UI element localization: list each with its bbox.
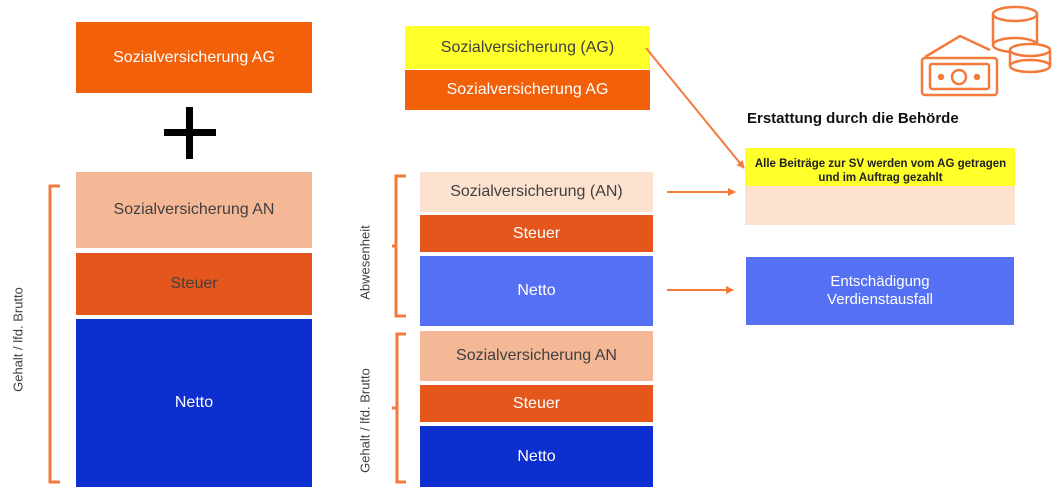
- mid-sv-ag-block: Sozialversicherung AG: [405, 70, 650, 110]
- mid-salary-sv-an-block: Sozialversicherung AN: [420, 331, 653, 381]
- right-sv-note-text: Alle Beiträge zur SV werden vom AG getra…: [754, 158, 1007, 185]
- left-steuer-block: Steuer: [76, 253, 312, 315]
- right-sv-note-peach-band: [745, 186, 1015, 225]
- mid-absence-steuer-label: Steuer: [512, 224, 561, 242]
- mid-salary-sv-an-label: Sozialversicherung AN: [456, 347, 617, 365]
- right-title: Erstattung durch die Behörde: [747, 110, 959, 127]
- mid-salary-steuer-label: Steuer: [512, 394, 561, 412]
- right-compensation-label: Entschädigung Verdienstausfall: [827, 273, 933, 308]
- plus-sign: [160, 105, 220, 161]
- right-sv-note-box: [745, 148, 1015, 225]
- mid-salary-netto-label: Netto: [517, 447, 556, 465]
- left-steuer-label: Steuer: [170, 275, 218, 293]
- mid-absence-bracket: [392, 174, 406, 318]
- left-sv-ag-label: Sozialversicherung AG: [113, 48, 275, 66]
- left-sv-ag-block: Sozialversicherung AG: [76, 22, 312, 93]
- left-bracket: [48, 184, 60, 484]
- mid-salary-netto-block: Netto: [420, 426, 653, 487]
- mid-absence-steuer-block: Steuer: [420, 215, 653, 252]
- left-sv-an-label: Sozialversicherung AN: [113, 201, 275, 219]
- mid-sv-ag-yellow-label: Sozialversicherung (AG): [440, 38, 615, 56]
- money-coins-icon: [920, 5, 1052, 97]
- arrow-sv-ag-to-refund: [645, 47, 745, 169]
- mid-absence-netto-label: Netto: [517, 282, 556, 300]
- mid-absence-sv-an-block: Sozialversicherung (AN): [420, 172, 653, 212]
- right-sv-note-yellow-band: [745, 148, 1015, 186]
- left-netto-label: Netto: [174, 394, 214, 412]
- plus-vertical-bar: [186, 107, 193, 159]
- mid-absence-netto-block: Netto: [420, 256, 653, 326]
- mid-sv-ag-yellow-block: Sozialversicherung (AG): [405, 26, 650, 69]
- mid-sv-ag-label: Sozialversicherung AG: [446, 81, 609, 99]
- mid-salary-bracket: [392, 332, 406, 484]
- mid-absence-sv-an-label: Sozialversicherung (AN): [450, 183, 623, 201]
- left-netto-block: Netto: [76, 319, 312, 487]
- right-compensation-block: Entschädigung Verdienstausfall: [746, 257, 1014, 325]
- mid-salary-steuer-block: Steuer: [420, 385, 653, 422]
- left-sv-an-block: Sozialversicherung AN: [76, 172, 312, 248]
